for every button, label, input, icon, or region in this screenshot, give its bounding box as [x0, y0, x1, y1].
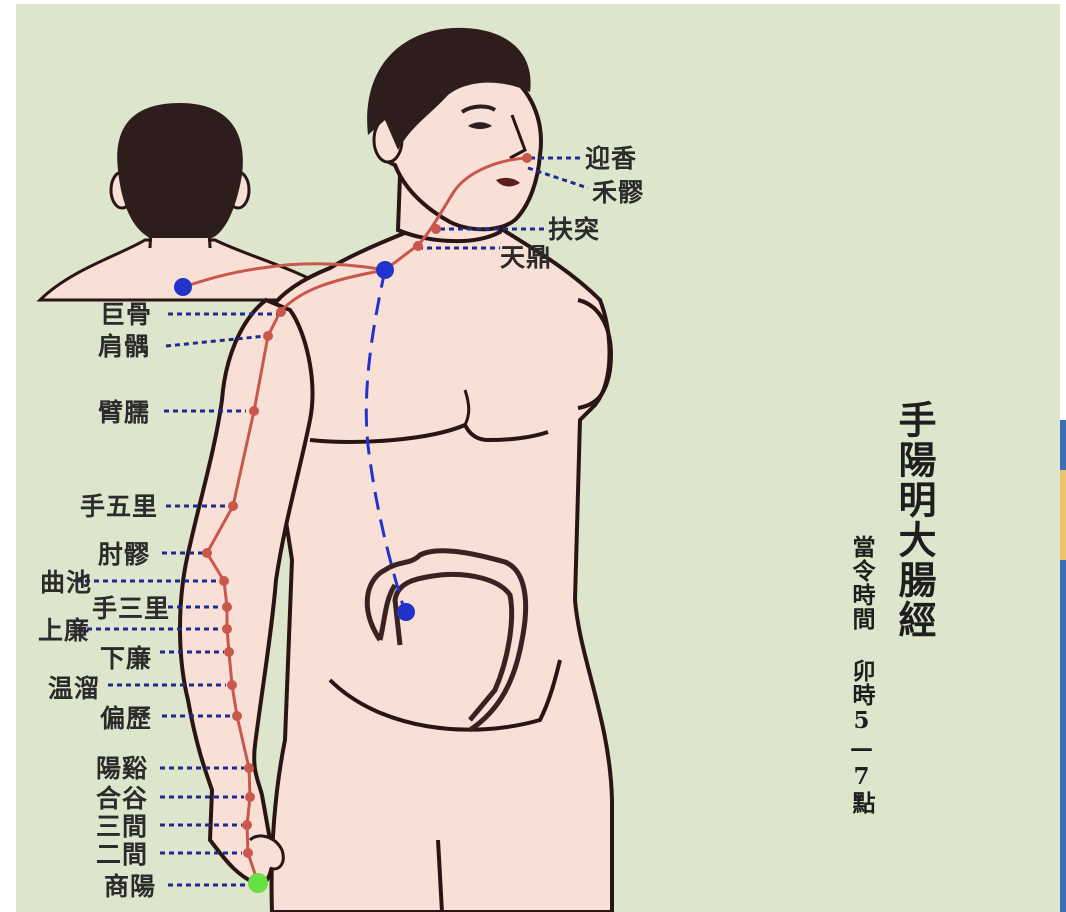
- acupoint-label: 二間: [96, 842, 148, 867]
- acupoint-label: 上廉: [38, 618, 90, 643]
- acupoint-dot: [522, 153, 532, 163]
- acupoint-dot: [219, 576, 229, 586]
- acupoint-label: 曲池: [40, 570, 92, 595]
- acupoint-label: 天鼎: [500, 245, 552, 270]
- acupoint-label: 肩髃: [98, 334, 150, 359]
- acupoint-dot: [431, 224, 441, 234]
- acupoint-label: 偏歷: [100, 706, 152, 731]
- acupoint-label: 迎香: [585, 146, 637, 171]
- acupoint-label: 巨骨: [100, 302, 152, 327]
- acupoint-dot: [242, 820, 252, 830]
- acupoint-dot: [263, 331, 273, 341]
- acupoint-label: 陽谿: [96, 756, 148, 781]
- diagram-subtitle: 當令時間 卯時5—7點: [840, 535, 876, 815]
- acupoint-label: 手三里: [92, 596, 170, 621]
- acupoint-label: 合谷: [96, 786, 148, 811]
- acupoint-label: 三間: [96, 814, 148, 839]
- acupoint-dot: [227, 680, 237, 690]
- acupoint-dot: [244, 763, 254, 773]
- acupoint-dot: [249, 406, 259, 416]
- acupoint-dot: [222, 624, 232, 634]
- acupoint-label: 禾髎: [592, 180, 644, 205]
- back-view-hair: [117, 103, 243, 238]
- acupoint-label: 下廉: [100, 646, 152, 671]
- diagram-title: 手陽明大腸經: [893, 400, 937, 640]
- acupoint-dot: [228, 501, 238, 511]
- torso: [258, 222, 612, 912]
- acupoint-dot: [243, 848, 253, 858]
- acupoint-label: 臂臑: [98, 400, 150, 425]
- start-acupoint-dot: [248, 873, 268, 893]
- acupoint-dot: [413, 241, 423, 251]
- acupoint-dot: [202, 548, 212, 558]
- acupoint-label: 扶突: [548, 217, 600, 242]
- acupoint-dot: [245, 792, 255, 802]
- acupoint-dot: [222, 602, 232, 612]
- back-junction-point: [174, 278, 192, 296]
- acupoint-dot: [232, 711, 242, 721]
- acupoint-dot: [224, 647, 234, 657]
- acupoint-label: 商陽: [104, 874, 156, 899]
- acupoint-label: 温溜: [48, 676, 100, 701]
- acupoint-label: 手五里: [80, 494, 158, 519]
- large-intestine-point: [397, 603, 415, 621]
- neck-junction-point: [376, 261, 394, 279]
- acupoint-dot: [276, 307, 286, 317]
- acupoint-label: 肘髎: [98, 542, 150, 567]
